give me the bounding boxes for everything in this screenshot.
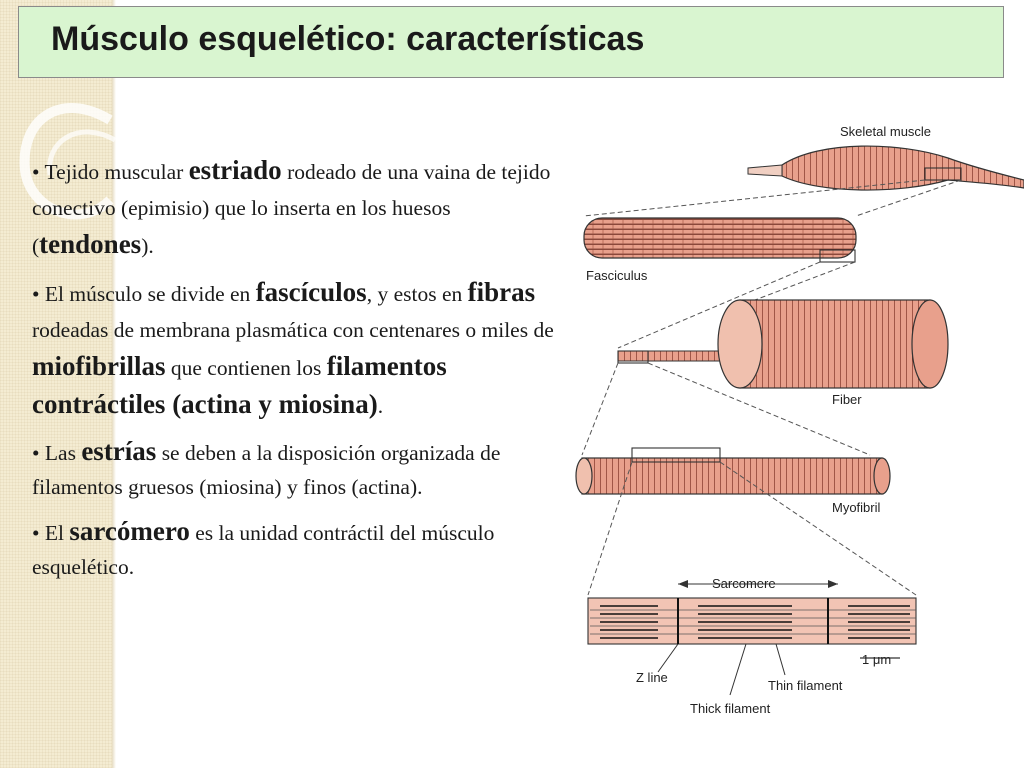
fiber-tail xyxy=(617,350,729,362)
thick-filaments xyxy=(600,605,910,639)
pointer-thin-filament xyxy=(775,643,786,676)
z-lines xyxy=(677,598,829,644)
label-thick-filament: Thick filament xyxy=(690,701,771,716)
fiber-end xyxy=(911,299,949,389)
zoom-line xyxy=(581,362,619,456)
zoom-box xyxy=(617,350,649,364)
bullet-text: se deben a la disposición organizada de … xyxy=(32,441,501,499)
sarcomere-band xyxy=(587,597,917,645)
keyword: filamentos contráctiles (actina y miosin… xyxy=(32,351,447,419)
fiber-cross-section xyxy=(717,299,763,389)
zoom-box xyxy=(819,249,856,263)
label-fasciculus: Fasciculus xyxy=(586,268,648,283)
label-skeletal-muscle: Skeletal muscle xyxy=(840,124,931,139)
sarcomere-figure xyxy=(587,580,917,696)
fasciculus-bundle xyxy=(583,217,857,259)
bullet-text: Tejido muscular xyxy=(44,160,189,184)
myofibril-figure xyxy=(575,447,891,495)
bullet-text: rodeado de una vaina de tejido conectivo… xyxy=(32,160,551,258)
tendon-left xyxy=(747,164,783,177)
muscle-hierarchy-diagram: Skeletal muscle Fasciculus Fiber Myofibr… xyxy=(575,124,1024,716)
label-fiber: Fiber xyxy=(832,392,862,407)
label-sarcomere: Sarcomere xyxy=(712,576,776,591)
label-thin-filament: Thin filament xyxy=(768,678,843,693)
bullet-list: • Tejido muscular estriado rodeado de un… xyxy=(32,152,562,594)
keyword: estrías xyxy=(81,436,157,466)
decorative-swirl xyxy=(19,103,117,220)
decorative-side-stripe xyxy=(0,0,114,768)
pointer-z-line xyxy=(657,643,679,673)
pointer-thick-filament xyxy=(729,643,747,696)
keyword: fascículos xyxy=(255,277,367,307)
zoom-box xyxy=(631,447,721,463)
bullet-text: , y estos en xyxy=(366,282,468,306)
myofibril-rod xyxy=(581,457,883,495)
muscle-belly xyxy=(781,145,1024,191)
bullet-text: . xyxy=(377,394,384,418)
stripe-edge xyxy=(112,0,116,768)
bullet-text: El xyxy=(44,521,70,545)
page-title: Músculo esquelético: características xyxy=(51,20,645,58)
bullet-text: que contienen los xyxy=(165,356,327,380)
bullet-text: rodeadas de membrana plasmática con cent… xyxy=(32,318,554,342)
title-box: Músculo esquelético: características xyxy=(18,6,1004,78)
bullet-item: • El músculo se divide en fascículos, y … xyxy=(32,274,562,424)
bullet-marker: • xyxy=(32,282,45,306)
bullet-text: es la unidad contráctil del músculo esqu… xyxy=(32,521,495,579)
zoom-line xyxy=(587,461,633,596)
zoom-box xyxy=(924,167,962,181)
zoom-line xyxy=(754,261,856,301)
keyword: sarcómero xyxy=(69,516,190,546)
fiber-cylinder xyxy=(739,299,931,389)
label-myofibril: Myofibril xyxy=(832,500,881,515)
bullet-text: Las xyxy=(44,441,82,465)
bullet-item: • Tejido muscular estriado rodeado de un… xyxy=(32,152,562,264)
keyword: tendones xyxy=(39,229,142,259)
keyword: fibras xyxy=(467,277,536,307)
bullet-text: El músculo se divide en xyxy=(44,282,256,306)
skeletal-muscle-figure xyxy=(747,145,1024,191)
zoom-line xyxy=(583,179,926,217)
fasciculus-figure xyxy=(583,217,857,263)
myofibril-end xyxy=(873,457,891,495)
label-scale: 1 μm xyxy=(862,652,891,667)
bullet-marker: • xyxy=(32,521,45,545)
zoom-line xyxy=(647,362,871,456)
zoom-line xyxy=(855,179,962,217)
keyword: estriado xyxy=(188,155,282,185)
label-z-line: Z line xyxy=(636,670,668,685)
arrow-head-right xyxy=(828,580,838,588)
thin-filaments xyxy=(590,609,916,635)
zoom-line xyxy=(617,261,821,349)
bullet-text: ). xyxy=(141,234,154,258)
bullet-item: • Las estrías se deben a la disposición … xyxy=(32,434,562,504)
bullet-marker: • xyxy=(32,160,45,184)
arrow-head-left xyxy=(678,580,688,588)
bullet-item: • El sarcómero es la unidad contráctil d… xyxy=(32,514,562,584)
myofibril-cross-section xyxy=(575,457,593,495)
bullet-marker: • xyxy=(32,441,45,465)
fiber-figure xyxy=(617,299,949,389)
keyword: miofibrillas xyxy=(32,351,166,381)
